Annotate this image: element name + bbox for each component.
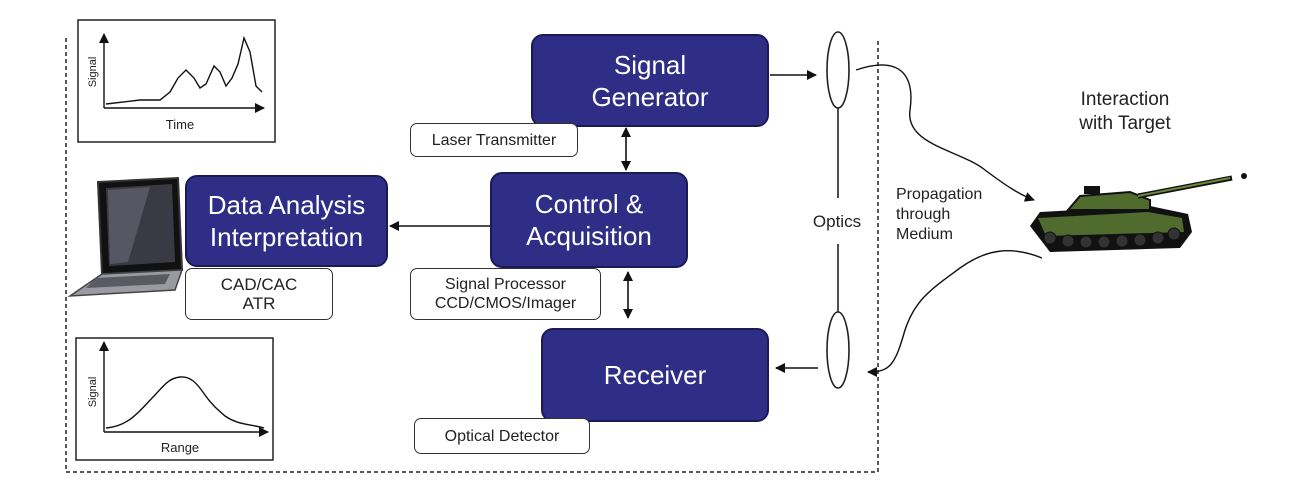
optics-lens-bottom: [826, 311, 850, 389]
range-plot: Signal Range: [75, 337, 274, 461]
signal-generator-block: Signal Generator: [531, 34, 769, 127]
range-plot-xlabel: Range: [161, 440, 199, 455]
signal-generator-line1: Signal: [613, 49, 687, 80]
time-plot-xlabel: Time: [166, 117, 194, 132]
cad-cac-line2: ATR: [242, 294, 276, 313]
interaction-line2: with Target: [1079, 113, 1171, 134]
system-boundary: [65, 38, 879, 473]
time-plot-curve: [105, 35, 263, 105]
optics-label: Optics: [802, 212, 872, 232]
signal-processor-line1: Signal Processor: [445, 276, 566, 293]
returning-beam: [867, 250, 1043, 377]
interaction-line1: Interaction: [1080, 89, 1170, 110]
time-plot: Signal Time: [77, 19, 276, 143]
receiver-label: Receiver: [603, 360, 707, 390]
propagation-line3: Medium: [896, 226, 953, 243]
range-plot-curve: [105, 376, 265, 429]
cad-cac-line1: CAD/CAC: [220, 275, 298, 294]
time-plot-ylabel: Signal: [87, 57, 99, 88]
signal-generator-line2: Generator: [591, 81, 709, 112]
optical-detector-label: Optical Detector: [444, 427, 560, 445]
signal-processor-tag: Signal Processor CCD/CMOS/Imager: [410, 268, 601, 320]
interaction-label: Interaction with Target: [1060, 88, 1190, 136]
data-analysis-block: Data Analysis Interpretation: [185, 175, 388, 267]
outgoing-beam: [855, 64, 1035, 202]
optical-detector-tag: Optical Detector: [414, 418, 590, 454]
propagation-line1: Propagation: [896, 186, 983, 203]
range-plot-ylabel: Signal: [87, 377, 99, 408]
laptop-icon: [67, 176, 184, 297]
control-acquisition-line2: Acquisition: [526, 221, 652, 251]
propagation-line2: through: [896, 206, 951, 223]
receiver-block: Receiver: [541, 328, 769, 422]
laser-transmitter-label: Laser Transmitter: [431, 131, 557, 149]
data-analysis-line1: Data Analysis: [207, 190, 366, 220]
cad-cac-tag: CAD/CAC ATR: [185, 268, 333, 320]
control-acquisition-block: Control & Acquisition: [490, 172, 688, 268]
propagation-label: Propagation through Medium: [896, 185, 986, 245]
control-acquisition-line1: Control &: [534, 189, 644, 219]
data-analysis-line2: Interpretation: [209, 222, 364, 252]
signal-processor-line2: CCD/CMOS/Imager: [434, 295, 577, 312]
laser-transmitter-tag: Laser Transmitter: [410, 123, 578, 157]
optics-lens-top: [826, 31, 850, 109]
tank-icon: [1030, 173, 1247, 252]
